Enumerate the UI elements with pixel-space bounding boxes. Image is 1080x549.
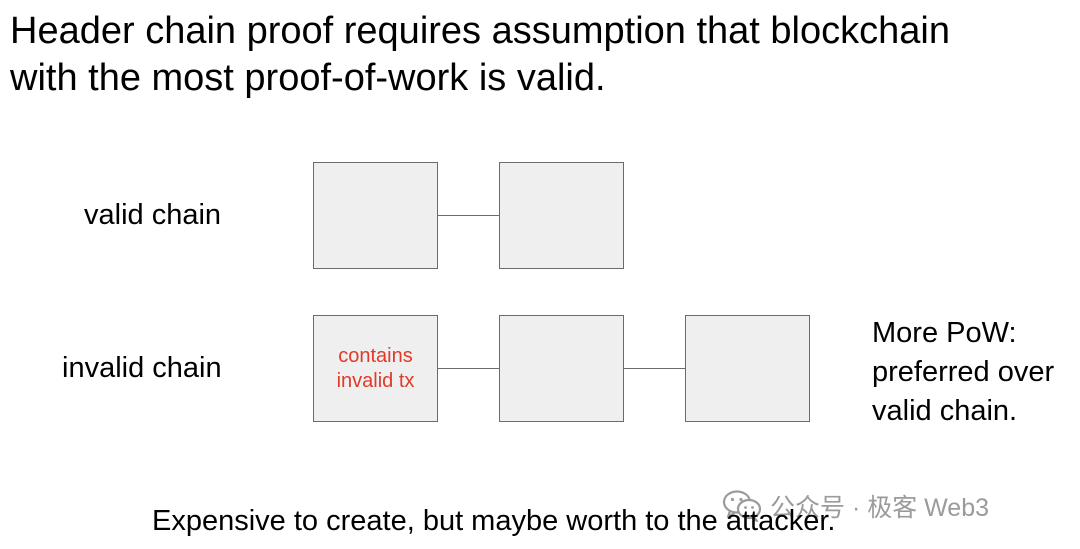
invalid-tx-note: contains invalid tx [314,344,437,394]
slide-title-line-1: Header chain proof requires assumption t… [10,10,950,52]
more-pow-note-line-1: More PoW: [872,317,1017,349]
wechat-icon [722,490,762,523]
valid-chain-block-2 [499,162,624,269]
valid-chain-block-1 [313,162,438,269]
invalid-chain-block-3 [685,315,810,422]
valid-chain-link [438,215,499,216]
invalid-chain-link-1 [438,368,499,369]
footer-caption: Expensive to create, but maybe worth to … [152,505,836,537]
more-pow-note-line-3: valid chain. [872,395,1018,427]
invalid-tx-note-line-1: contains [338,345,413,367]
slide-title-line-2: with the most proof-of-work is valid. [10,57,606,99]
watermark: 公众号 · 极客 Web3 [722,486,989,526]
more-pow-note-line-2: preferred over [872,356,1055,388]
slide-title: Header chain proof requires assumption t… [10,8,950,102]
invalid-chain-link-2 [624,368,685,369]
more-pow-note: More PoW: preferred over valid chain. [872,314,1054,431]
watermark-text: 公众号 · 极客 Web3 [770,494,990,522]
invalid-chain-block-1: contains invalid tx [313,315,438,422]
invalid-chain-label: invalid chain [62,352,222,384]
invalid-chain-block-2 [499,315,624,422]
valid-chain-label: valid chain [84,199,222,231]
invalid-tx-note-line-2: invalid tx [336,370,415,392]
